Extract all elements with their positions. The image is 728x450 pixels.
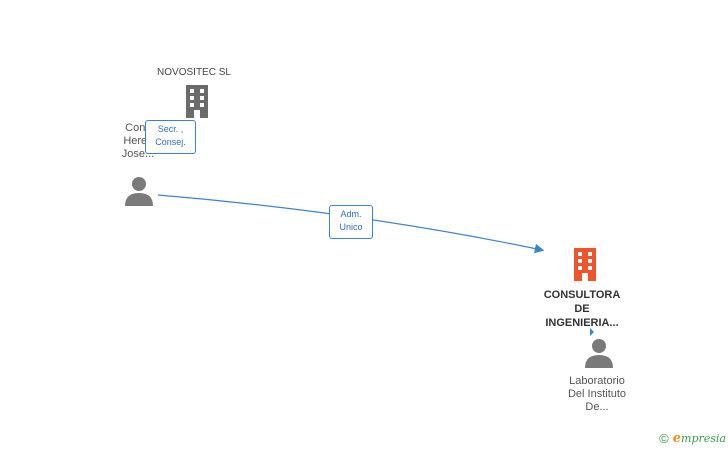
- person-icon[interactable]: [584, 338, 614, 368]
- laboratorio-line-2: Del Instituto: [567, 388, 627, 400]
- edge-label-adm-unico[interactable]: Adm. Unico: [329, 205, 373, 239]
- brand-logo: empresia: [673, 431, 726, 446]
- edge-adm-line-2: Unico: [339, 222, 363, 232]
- edge-secr-line-1: Secr. ,: [157, 124, 184, 134]
- person-icon[interactable]: [124, 176, 154, 206]
- edge-secr-line-2: Consej.: [155, 137, 186, 147]
- consultora-line-1: CONSULTORA: [543, 289, 621, 301]
- node-label-laboratorio[interactable]: Laboratorio Del Instituto De...: [552, 375, 642, 414]
- node-label-consultora[interactable]: CONSULTORA DE INGENIERIA...: [532, 288, 632, 330]
- person-top-line-1: Conc: [125, 122, 151, 134]
- edge-label-secr-consej[interactable]: Secr. , Consej.: [145, 120, 196, 154]
- edge-consultora-laboratorio-arrow: [590, 328, 594, 336]
- consultora-line-3: INGENIERIA...: [545, 317, 619, 329]
- brand-logo-rest: mpresia: [681, 432, 726, 445]
- building-icon[interactable]: [182, 85, 212, 118]
- node-label-novositec[interactable]: NOVOSITEC SL: [157, 67, 231, 78]
- brand-logo-e: e: [672, 431, 682, 446]
- laboratorio-line-3: De...: [585, 401, 609, 413]
- laboratorio-line-1: Laboratorio: [569, 375, 625, 387]
- edge-adm-line-1: Adm.: [340, 209, 362, 219]
- copyright-icon: ©: [659, 431, 669, 446]
- main-building-icon[interactable]: [570, 248, 600, 281]
- consultora-line-2: DE: [574, 303, 590, 315]
- footer-brand: © empresia: [659, 431, 726, 446]
